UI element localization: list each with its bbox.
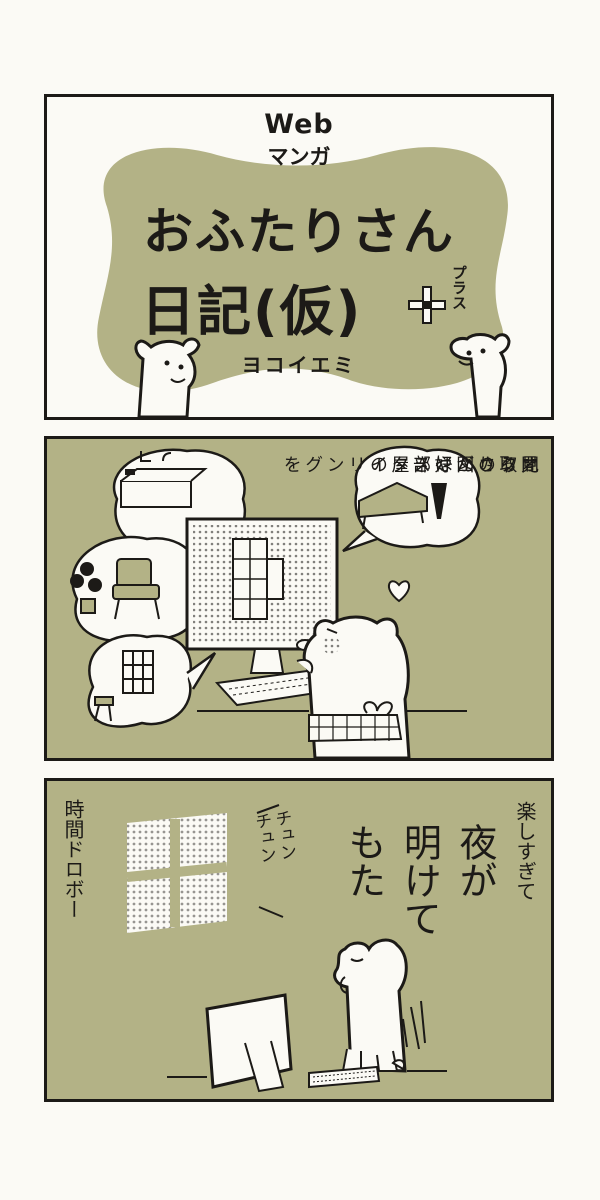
- plus-mark: [408, 286, 446, 324]
- narration-too-fun: 楽しすぎて: [513, 801, 537, 901]
- panel-dawn: 楽しすぎて 夜が 明けて もた チュン チュン 時間ドロボー: [44, 778, 554, 1102]
- thought-bubble-sofa: [342, 445, 481, 553]
- desktop-monitor-back: [205, 993, 293, 1093]
- dialogue-line-1: 夜が: [453, 823, 497, 899]
- title-line-1: おふたりさん: [143, 203, 455, 261]
- desktop-monitor: [185, 517, 339, 674]
- desk-edge-3: [167, 1070, 447, 1078]
- thought-bubble-window: [87, 634, 217, 728]
- title-background-art: [97, 147, 511, 417]
- heart-mark: [387, 580, 411, 603]
- plus-label: プラス: [450, 265, 468, 310]
- narration-time-thief: 時間ドロボー: [61, 799, 85, 919]
- title-blob: [97, 147, 508, 392]
- panel-computer-browsing: オクさんは 部屋の 間取り図やスタイリングを 見るのが好き: [44, 436, 554, 761]
- panel-2-art: [70, 445, 481, 758]
- caption-line-1: オクさんは 部屋の: [366, 455, 539, 473]
- caption-line-2: 間取り図やスタイリングを: [280, 455, 539, 473]
- left-bear-character: [134, 337, 201, 417]
- bear-character-sitting: [333, 938, 426, 1073]
- computer-mouse: [391, 1059, 405, 1071]
- dialogue-dawn: 夜が 明けて もた: [340, 823, 497, 937]
- window-light: [126, 813, 228, 933]
- panel-3-art: [126, 804, 447, 1093]
- title-panel: Web マンガ おふたりさん 日記(仮) プラス ヨコイエミ: [44, 94, 554, 420]
- dialogue-line-3: もた: [341, 823, 386, 899]
- keyboard: [308, 1065, 381, 1089]
- author-name: ヨコイエミ: [241, 353, 357, 377]
- web-label: Web: [264, 109, 334, 140]
- sfx-chirp: チュン チュン: [250, 808, 297, 864]
- manga-label: マンガ: [267, 145, 331, 169]
- bear-character-back: [296, 615, 411, 758]
- right-bear-character: [449, 333, 511, 417]
- title-line-2: 日記(仮): [141, 280, 363, 343]
- caption-line-3: 見るのが好き: [410, 455, 539, 473]
- dialogue-line-2: 明けて: [397, 823, 442, 937]
